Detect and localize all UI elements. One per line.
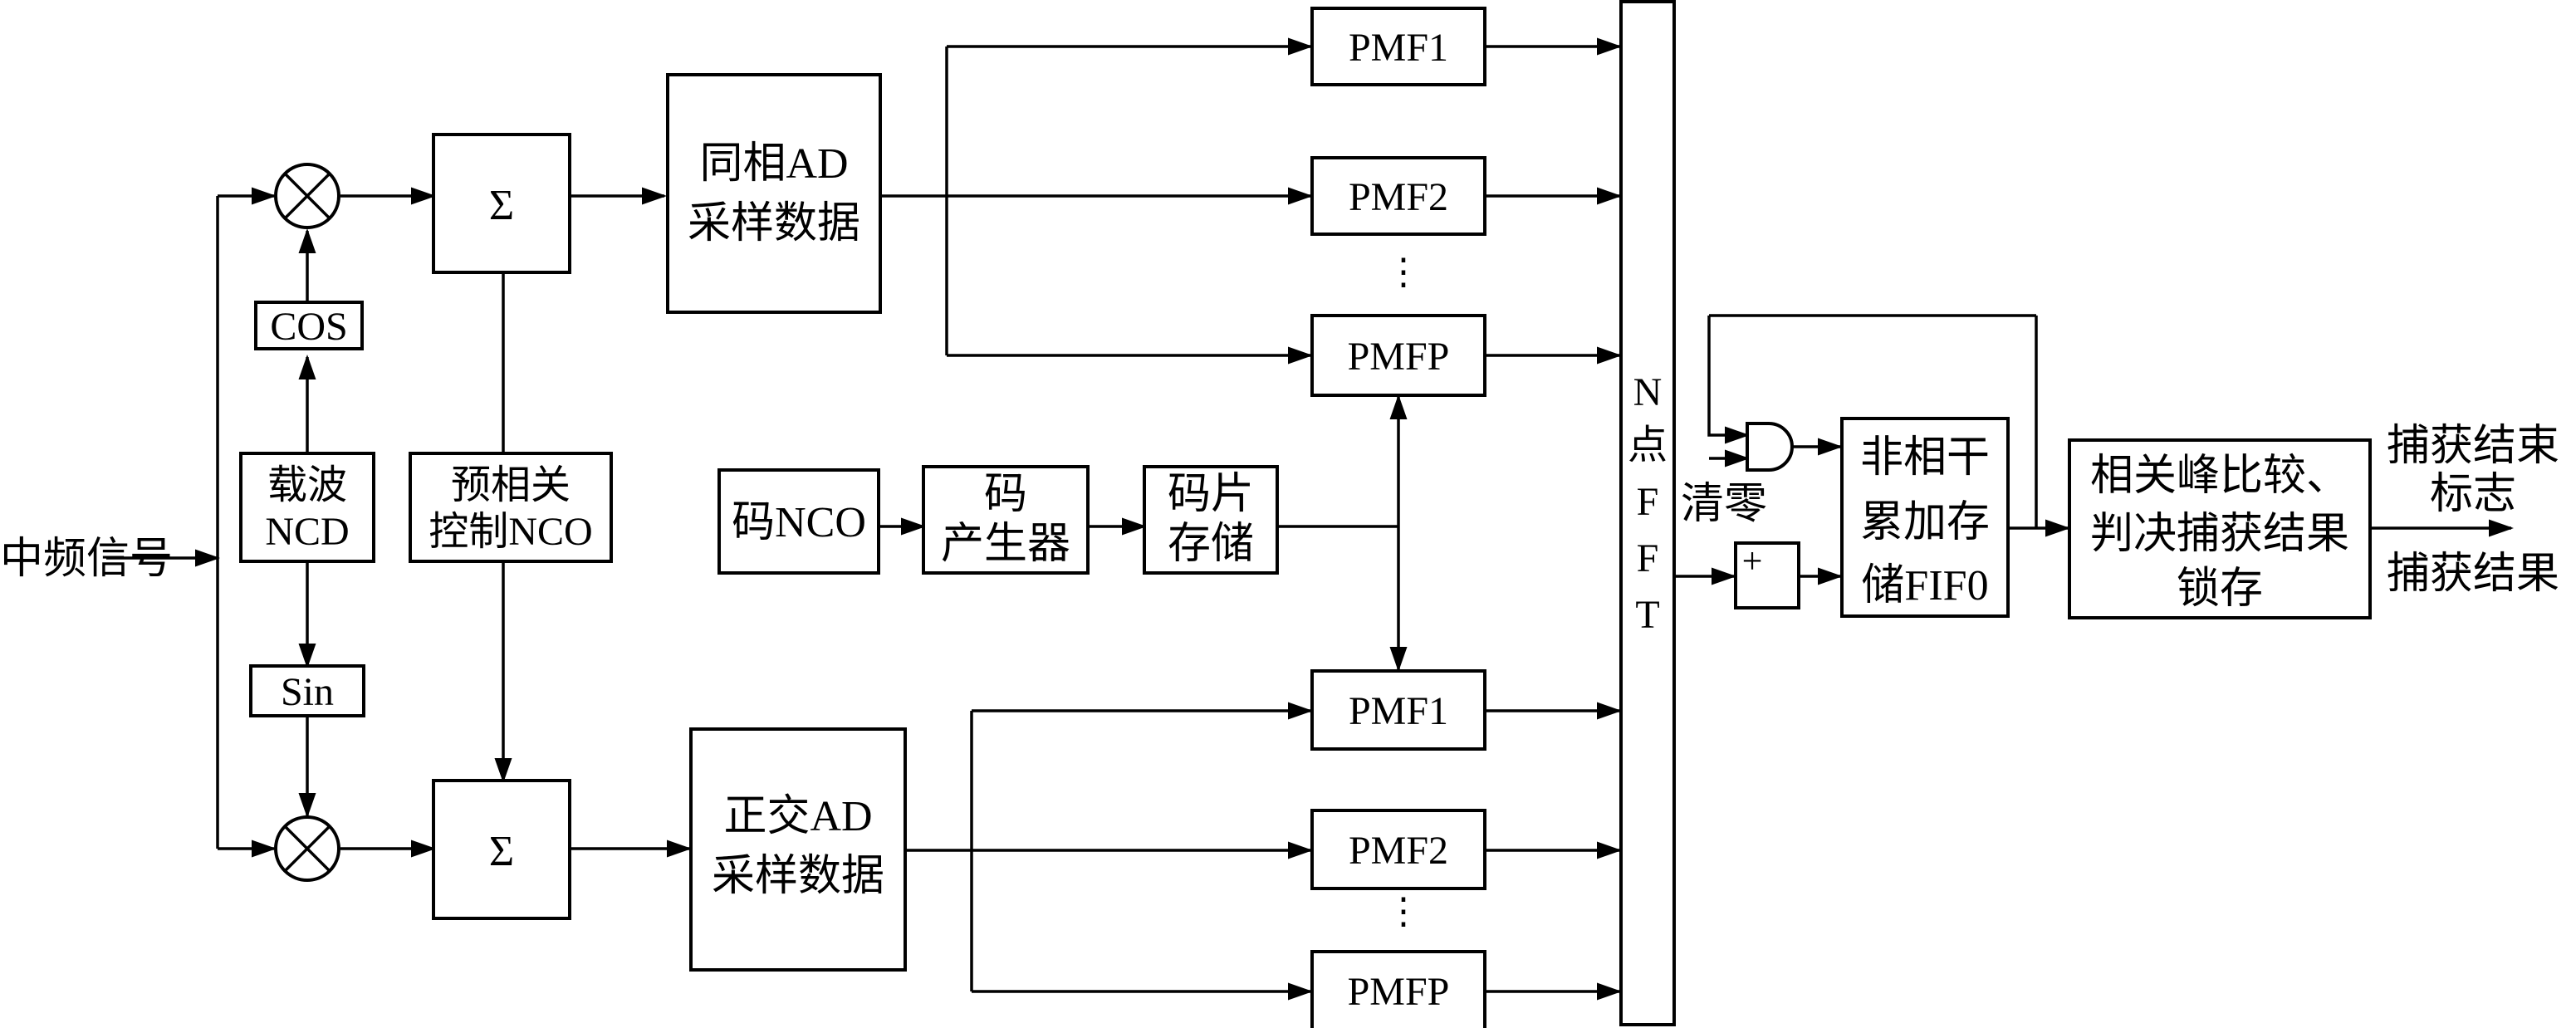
carrier-nco-line-2: NCD: [265, 510, 349, 554]
code-nco-label: 码NCO: [732, 499, 866, 546]
code-generator-line-1: 码: [984, 471, 1027, 518]
pmf-upper-p-label: PMFP: [1348, 335, 1450, 379]
fft-char-n: N: [1633, 370, 1663, 414]
ellipsis-lower: ⋮: [1385, 891, 1422, 932]
sin-label: Sin: [281, 670, 334, 714]
compare-line-2: 判决捕获结果: [2090, 511, 2349, 558]
fifo-line-2: 累加存: [1860, 499, 1990, 546]
pmf-lower-p: [1310, 950, 1486, 1028]
fft-char-point: 点: [1628, 423, 1668, 467]
code-generator-block: [922, 465, 1090, 575]
carrier-nco-block: [239, 452, 375, 563]
pmf-lower-1: [1310, 669, 1486, 751]
chip-storage-line-1: 码片: [1168, 471, 1254, 518]
pmf-lower-2-label: PMF2: [1349, 829, 1448, 873]
inphase-ad-line-2: 采样数据: [688, 200, 860, 247]
precorr-nco-line-2: 控制NCO: [429, 510, 592, 554]
quad-ad-line-2: 采样数据: [712, 853, 884, 900]
input-signal-label: 中频信号: [0, 536, 173, 583]
carrier-nco-line-1: 载波: [267, 463, 347, 507]
peak-compare-block: [2068, 438, 2372, 619]
and-gate: [1746, 422, 1794, 472]
compare-line-3: 锁存: [2177, 565, 2263, 613]
sin-block: [249, 664, 365, 717]
inphase-ad-line-1: 同相AD: [699, 140, 848, 188]
fft-char-f2: F: [1637, 536, 1659, 580]
pmf-upper-1-label: PMF1: [1349, 26, 1448, 70]
sum-block-top: [432, 133, 571, 274]
mixer-top: [274, 163, 340, 229]
ellipsis-upper: ⋮: [1385, 252, 1422, 292]
wire-feedback-to-and: [1707, 316, 1750, 444]
pmf-upper-2-label: PMF2: [1349, 175, 1448, 219]
adder-block: [1734, 541, 1800, 609]
compare-line-1: 相关峰比较、: [2090, 453, 2349, 500]
pmf-upper-p: [1310, 314, 1486, 397]
pmf-lower-p-label: PMFP: [1348, 970, 1450, 1014]
out-flag-line-1: 捕获结束: [2387, 423, 2559, 470]
mixer-bottom: [274, 815, 340, 882]
precorr-nco-line-1: 预相关: [451, 463, 571, 507]
pmf-upper-2: [1310, 156, 1486, 236]
sum-symbol-bottom: Σ: [489, 828, 514, 875]
noncoherent-fifo-block: [1840, 417, 2010, 618]
cos-label: COS: [270, 305, 347, 349]
sum-block-bottom: [432, 779, 571, 920]
pmf-lower-1-label: PMF1: [1349, 689, 1448, 733]
inphase-ad-block: [666, 73, 882, 314]
fft-char-t: T: [1635, 593, 1659, 637]
chip-storage-line-2: 存储: [1168, 521, 1254, 568]
fifo-line-1: 非相干: [1860, 434, 1990, 482]
pmf-lower-2: [1310, 809, 1486, 890]
precorr-nco-block: [409, 452, 613, 563]
fft-block: [1619, 0, 1676, 1026]
clear-label: 清零: [1681, 481, 1767, 528]
fft-char-f1: F: [1637, 480, 1659, 524]
quad-ad-line-1: 正交AD: [723, 793, 872, 840]
chip-storage-block: [1143, 465, 1279, 575]
out-flag-line-2: 标志: [2430, 471, 2516, 518]
out-result-label: 捕获结果: [2387, 551, 2559, 598]
wires: [106, 37, 2514, 1001]
cos-block: [254, 301, 364, 350]
fifo-line-3: 储FIF0: [1861, 562, 1988, 609]
code-nco-block: [717, 468, 880, 575]
pmf-upper-1: [1310, 7, 1486, 86]
code-generator-line-2: 产生器: [941, 521, 1070, 568]
adder-plus: +: [1742, 541, 1763, 581]
quad-ad-block: [689, 727, 907, 972]
sum-symbol-top: Σ: [489, 182, 514, 229]
